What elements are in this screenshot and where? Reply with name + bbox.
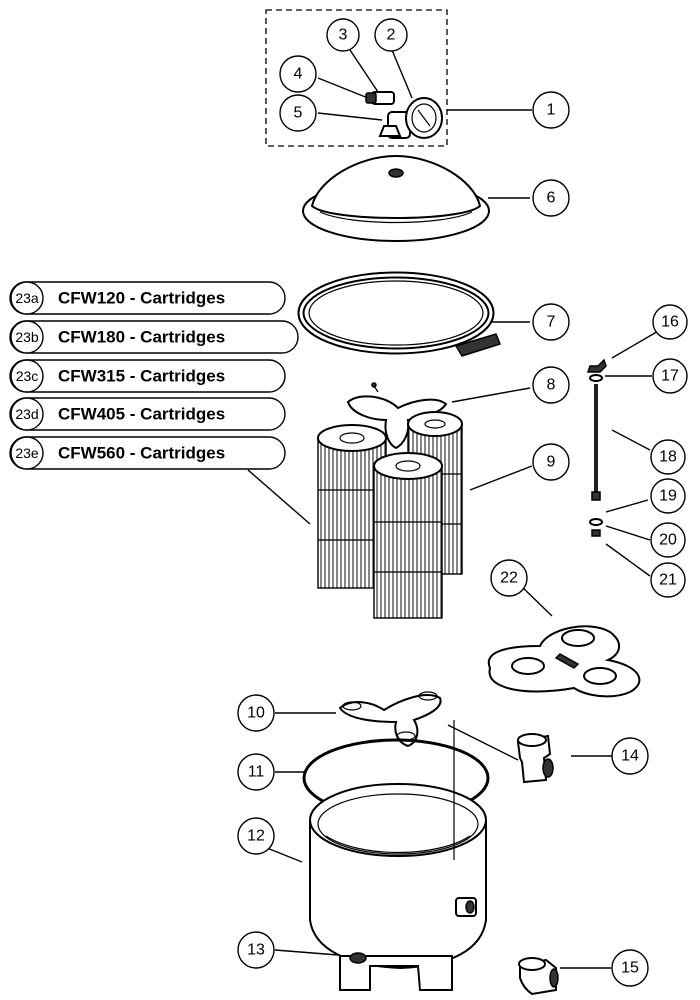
- svg-text:CFW560 - Cartridges: CFW560 - Cartridges: [58, 444, 225, 463]
- svg-text:9: 9: [547, 454, 556, 471]
- svg-text:CFW180 - Cartridges: CFW180 - Cartridges: [58, 328, 225, 347]
- callout-17: 17: [652, 358, 688, 394]
- svg-text:10: 10: [247, 705, 265, 722]
- tee-fitting-drawing: [516, 733, 554, 784]
- cartridge-label-23d: 23d CFW405 - Cartridges: [9, 397, 286, 431]
- cartridge-label-23b: 23b CFW180 - Cartridges: [9, 320, 299, 354]
- svg-text:15: 15: [621, 960, 639, 977]
- callout-12: 12: [237, 817, 275, 855]
- callout-9: 9: [532, 443, 570, 481]
- svg-text:16: 16: [661, 314, 679, 331]
- callout-6: 6: [532, 179, 570, 217]
- svg-text:19: 19: [659, 488, 677, 505]
- callout-15: 15: [611, 949, 649, 987]
- svg-text:1: 1: [547, 102, 556, 119]
- filter-cartridges-drawing: [317, 411, 463, 619]
- elbow-fitting-drawing: [518, 957, 559, 996]
- svg-text:23e: 23e: [15, 445, 39, 461]
- callout-22: 22: [490, 559, 528, 597]
- callout-13: 13: [237, 931, 275, 969]
- svg-text:3: 3: [339, 27, 348, 44]
- svg-text:4: 4: [294, 66, 303, 83]
- svg-text:17: 17: [661, 368, 679, 385]
- callout-14: 14: [611, 737, 649, 775]
- svg-text:23d: 23d: [15, 406, 38, 422]
- svg-text:23a: 23a: [15, 290, 39, 306]
- tank-body-drawing: [309, 720, 487, 970]
- svg-text:21: 21: [659, 572, 677, 589]
- callout-2: 2: [374, 18, 408, 52]
- svg-text:14: 14: [621, 748, 639, 765]
- tie-rod-drawing: [586, 358, 607, 537]
- cartridge-plate-drawing: [487, 625, 641, 698]
- upper-manifold-drawing: [346, 382, 448, 450]
- valve-assembly-drawing: [365, 91, 443, 139]
- svg-text:CFW120 - Cartridges: CFW120 - Cartridges: [58, 289, 225, 308]
- callout-21: 21: [650, 562, 686, 598]
- cartridge-label-23a: 23a CFW120 - Cartridges: [9, 281, 286, 315]
- callout-7: 7: [532, 303, 570, 341]
- callout-19: 19: [650, 478, 686, 514]
- callout-11: 11: [237, 753, 275, 791]
- callout-4: 4: [279, 55, 317, 93]
- callout-5: 5: [279, 94, 317, 132]
- svg-text:7: 7: [547, 314, 556, 331]
- cartridge-label-23e: 23e CFW560 - Cartridges: [9, 436, 286, 470]
- svg-text:12: 12: [247, 828, 265, 845]
- svg-text:8: 8: [547, 377, 556, 394]
- svg-text:20: 20: [659, 532, 677, 549]
- svg-text:18: 18: [659, 449, 677, 466]
- tank-lid-drawing: [302, 154, 490, 242]
- callout-8: 8: [532, 366, 570, 404]
- callout-18: 18: [650, 439, 686, 475]
- svg-text:6: 6: [547, 190, 556, 207]
- callout-16: 16: [652, 304, 688, 340]
- svg-text:2: 2: [387, 27, 396, 44]
- svg-text:11: 11: [248, 764, 265, 781]
- callout-3: 3: [326, 18, 360, 52]
- svg-text:23b: 23b: [15, 329, 39, 345]
- callout-20: 20: [650, 522, 686, 558]
- callout-10: 10: [237, 694, 275, 732]
- valve-assembly-box: [265, 9, 448, 147]
- svg-text:13: 13: [247, 942, 265, 959]
- svg-text:5: 5: [294, 105, 303, 122]
- lower-manifold-drawing: [338, 691, 442, 748]
- svg-text:CFW315 - Cartridges: CFW315 - Cartridges: [58, 367, 225, 386]
- clamp-ring-drawing: [297, 271, 501, 357]
- cartridge-label-23c: 23c CFW315 - Cartridges: [9, 359, 286, 393]
- callout-1: 1: [532, 91, 570, 129]
- leader-lines: [247, 49, 661, 969]
- svg-text:CFW405 - Cartridges: CFW405 - Cartridges: [58, 405, 225, 424]
- tank-base-drawing: [339, 952, 453, 991]
- svg-text:23c: 23c: [16, 368, 39, 384]
- svg-text:22: 22: [500, 570, 518, 587]
